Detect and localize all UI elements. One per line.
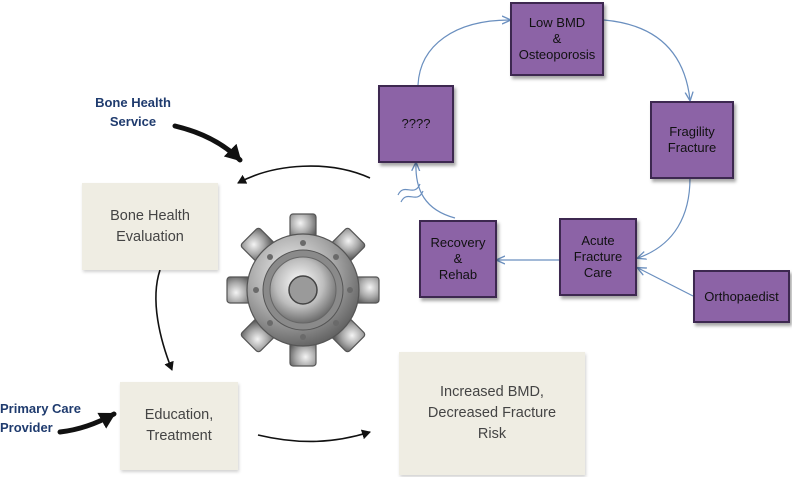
- node-recovery-rehab: Recovery & Rehab: [419, 220, 497, 298]
- gear-icon: [226, 213, 380, 367]
- node-orthopaedist: Orthopaedist: [693, 270, 790, 323]
- node-label: Education, Treatment: [144, 407, 214, 444]
- node-unknown: ????: [378, 85, 454, 163]
- node-label: Increased BMD, Decreased Fracture Risk: [427, 384, 557, 442]
- node-education-treatment: Education, Treatment: [120, 382, 238, 470]
- edge-recovery-to-unknown: [416, 163, 456, 219]
- node-acute-fracture-care: Acute Fracture Care: [559, 218, 637, 296]
- node-bone-health-evaluation: Bone Health Evaluation: [82, 183, 218, 270]
- node-label: Orthopaedist: [704, 288, 779, 304]
- arrow-bone-health-service: [172, 123, 243, 163]
- node-label: Bone Health Evaluation: [110, 207, 190, 245]
- node-increased-bmd-outcome: Increased BMD, Decreased Fracture Risk: [399, 352, 585, 475]
- label-primary-care-provider: Primary Care Provider: [0, 401, 81, 435]
- node-label: Acute Fracture Care: [573, 233, 623, 280]
- edge-cycle-to-evaluation: [237, 165, 371, 184]
- edge-lowbmd-to-fragility: [603, 19, 690, 100]
- edge-fragility-to-acute: [638, 177, 691, 258]
- node-label: Low BMD & Osteoporosis: [518, 15, 596, 62]
- break-symbol: [397, 183, 424, 203]
- edge-education-to-outcome: [257, 429, 371, 443]
- edge-evaluation-to-education: [155, 269, 174, 371]
- node-fragility-fracture: Fragility Fracture: [650, 101, 734, 179]
- arrow-primary-care: [57, 411, 117, 435]
- node-label: Recovery & Rehab: [430, 235, 486, 282]
- node-label: ????: [401, 116, 431, 131]
- node-low-bmd-osteoporosis: Low BMD & Osteoporosis: [510, 2, 604, 76]
- edge-orthopaedist-to-acute: [638, 268, 694, 297]
- edge-unknown-to-lowbmd: [417, 20, 510, 86]
- node-label: Fragility Fracture: [667, 124, 717, 155]
- label-bone-health-service: Bone Health Service: [95, 95, 171, 129]
